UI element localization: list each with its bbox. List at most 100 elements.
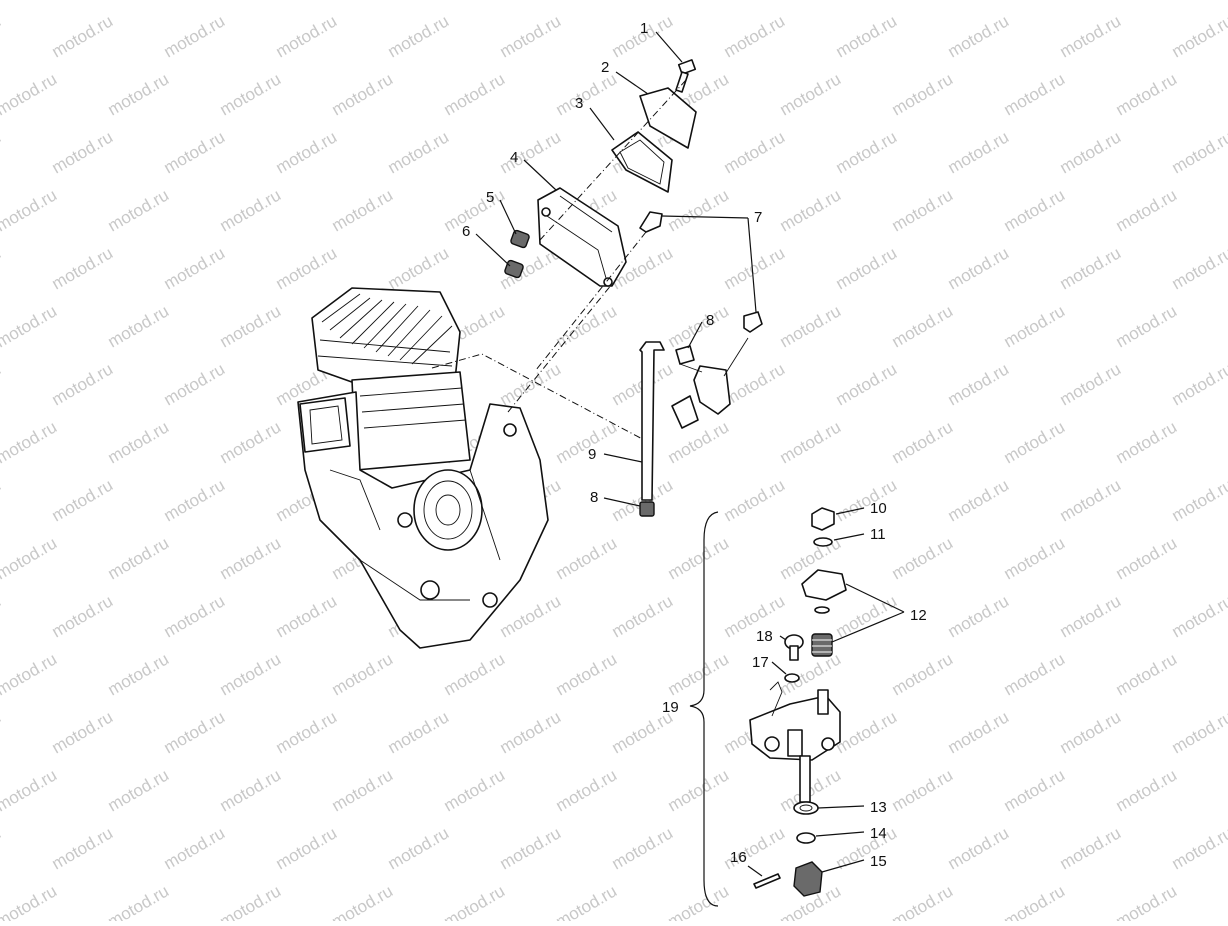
watermark-text: motod.ru — [273, 707, 341, 757]
callout-12: 12 — [910, 607, 927, 624]
watermark-text: motod.ru — [553, 0, 621, 3]
watermark-text: motod.ru — [833, 11, 901, 61]
callout-16: 16 — [730, 849, 747, 866]
watermark-text: motod.ru — [385, 823, 453, 873]
watermark-text: motod.ru — [0, 243, 4, 293]
watermark-text: motod.ru — [273, 127, 341, 177]
watermark-text: motod.ru — [1169, 591, 1228, 641]
callout-6: 6 — [462, 223, 470, 240]
watermark-text: motod.ru — [0, 533, 60, 583]
watermark-text: motod.ru — [1113, 765, 1181, 815]
watermark-text: motod.ru — [889, 0, 957, 3]
watermark-text: motod.ru — [1169, 11, 1228, 61]
watermark-text: motod.ru — [0, 127, 4, 177]
watermark-text: motod.ru — [105, 69, 173, 119]
watermark-text: motod.ru — [0, 0, 60, 3]
callout-5: 5 — [486, 189, 494, 206]
watermark-text: motod.ru — [1113, 0, 1181, 3]
watermark-text: motod.ru — [665, 185, 733, 235]
callout-8-lower: 8 — [590, 489, 598, 506]
watermark-text: motod.ru — [777, 417, 845, 467]
watermark-text: motod.ru — [1001, 69, 1069, 119]
watermark-text: motod.ru — [1001, 301, 1069, 351]
watermark-text: motod.ru — [889, 69, 957, 119]
watermark-text: motod.ru — [441, 765, 509, 815]
watermark-text: motod.ru — [161, 591, 229, 641]
watermark-text: motod.ru — [665, 533, 733, 583]
watermark-text: motod.ru — [833, 707, 901, 757]
watermark-text: motod.ru — [777, 0, 845, 3]
watermark-text: motod.ru — [273, 591, 341, 641]
watermark-text: motod.ru — [49, 823, 117, 873]
watermark-text: motod.ru — [553, 649, 621, 699]
watermark-text: motod.ru — [1057, 475, 1125, 525]
watermark-text: motod.ru — [1001, 417, 1069, 467]
callout-8-upper: 8 — [706, 312, 714, 329]
watermark-text: motod.ru — [665, 0, 733, 3]
watermark-text: motod.ru — [1057, 243, 1125, 293]
watermark-text: motod.ru — [777, 69, 845, 119]
watermark-text: motod.ru — [553, 765, 621, 815]
watermark-text: motod.ru — [217, 69, 285, 119]
watermark-text: motod.ru — [1057, 707, 1125, 757]
watermark-text: motod.ru — [329, 0, 397, 3]
watermark-text: motod.ru — [273, 11, 341, 61]
watermark-text: motod.ru — [105, 417, 173, 467]
watermark-text: motod.ru — [0, 417, 60, 467]
watermark-text: motod.ru — [385, 11, 453, 61]
watermark-text: motod.ru — [0, 649, 60, 699]
watermark-text: motod.ru — [777, 185, 845, 235]
watermark-text: motod.ru — [609, 591, 677, 641]
callout-13: 13 — [870, 799, 887, 816]
watermark-text: motod.ru — [1001, 533, 1069, 583]
watermark-text: motod.ru — [497, 823, 565, 873]
watermark-text: motod.ru — [665, 301, 733, 351]
watermark-text: motod.ru — [945, 823, 1013, 873]
callout-9: 9 — [588, 446, 596, 463]
watermark-text: motod.ru — [385, 707, 453, 757]
watermark-text: motod.ru — [329, 765, 397, 815]
watermark-text: motod.ru — [945, 127, 1013, 177]
watermark-text: motod.ru — [889, 765, 957, 815]
callout-19: 19 — [662, 699, 679, 716]
watermark-text: motod.ru — [497, 591, 565, 641]
watermark-text: motod.ru — [721, 359, 789, 409]
watermark-text: motod.ru — [833, 127, 901, 177]
watermark-text: motod.ru — [721, 475, 789, 525]
watermark-text: motod.ru — [497, 127, 565, 177]
watermark-text: motod.ru — [0, 301, 60, 351]
watermark-text: motod.ru — [385, 127, 453, 177]
watermark-text: motod.ru — [1057, 591, 1125, 641]
watermark-text: motod.ru — [0, 475, 4, 525]
watermark-text: motod.ru — [1113, 417, 1181, 467]
callout-15: 15 — [870, 853, 887, 870]
cover-assembly — [504, 60, 762, 370]
watermark-text: motod.ru — [161, 707, 229, 757]
watermark-text: motod.ru — [105, 765, 173, 815]
watermark-text: motod.ru — [945, 11, 1013, 61]
watermark-text: motod.ru — [329, 881, 397, 921]
watermark-text: motod.ru — [721, 11, 789, 61]
watermark-text: motod.ru — [1001, 185, 1069, 235]
watermark-text: motod.ru — [105, 649, 173, 699]
watermark-text: motod.ru — [665, 881, 733, 921]
callout-17: 17 — [752, 654, 769, 671]
watermark-text: motod.ru — [105, 185, 173, 235]
watermark-text: motod.ru — [721, 127, 789, 177]
watermark-text: motod.ru — [49, 359, 117, 409]
watermark-text: motod.ru — [1169, 707, 1228, 757]
watermark-text: motod.ru — [329, 185, 397, 235]
watermark-text: motod.ru — [217, 301, 285, 351]
watermark-text: motod.ru — [161, 11, 229, 61]
watermark-text: motod.ru — [217, 765, 285, 815]
watermark-text: motod.ru — [441, 185, 509, 235]
watermark-text: motod.ru — [1113, 649, 1181, 699]
watermark-text: motod.ru — [1113, 881, 1181, 921]
watermark-text: motod.ru — [217, 0, 285, 3]
callout-7: 7 — [754, 209, 762, 226]
watermark-text: motod.ru — [441, 649, 509, 699]
watermark-text: motod.ru — [49, 127, 117, 177]
grommet-icon — [510, 230, 530, 249]
